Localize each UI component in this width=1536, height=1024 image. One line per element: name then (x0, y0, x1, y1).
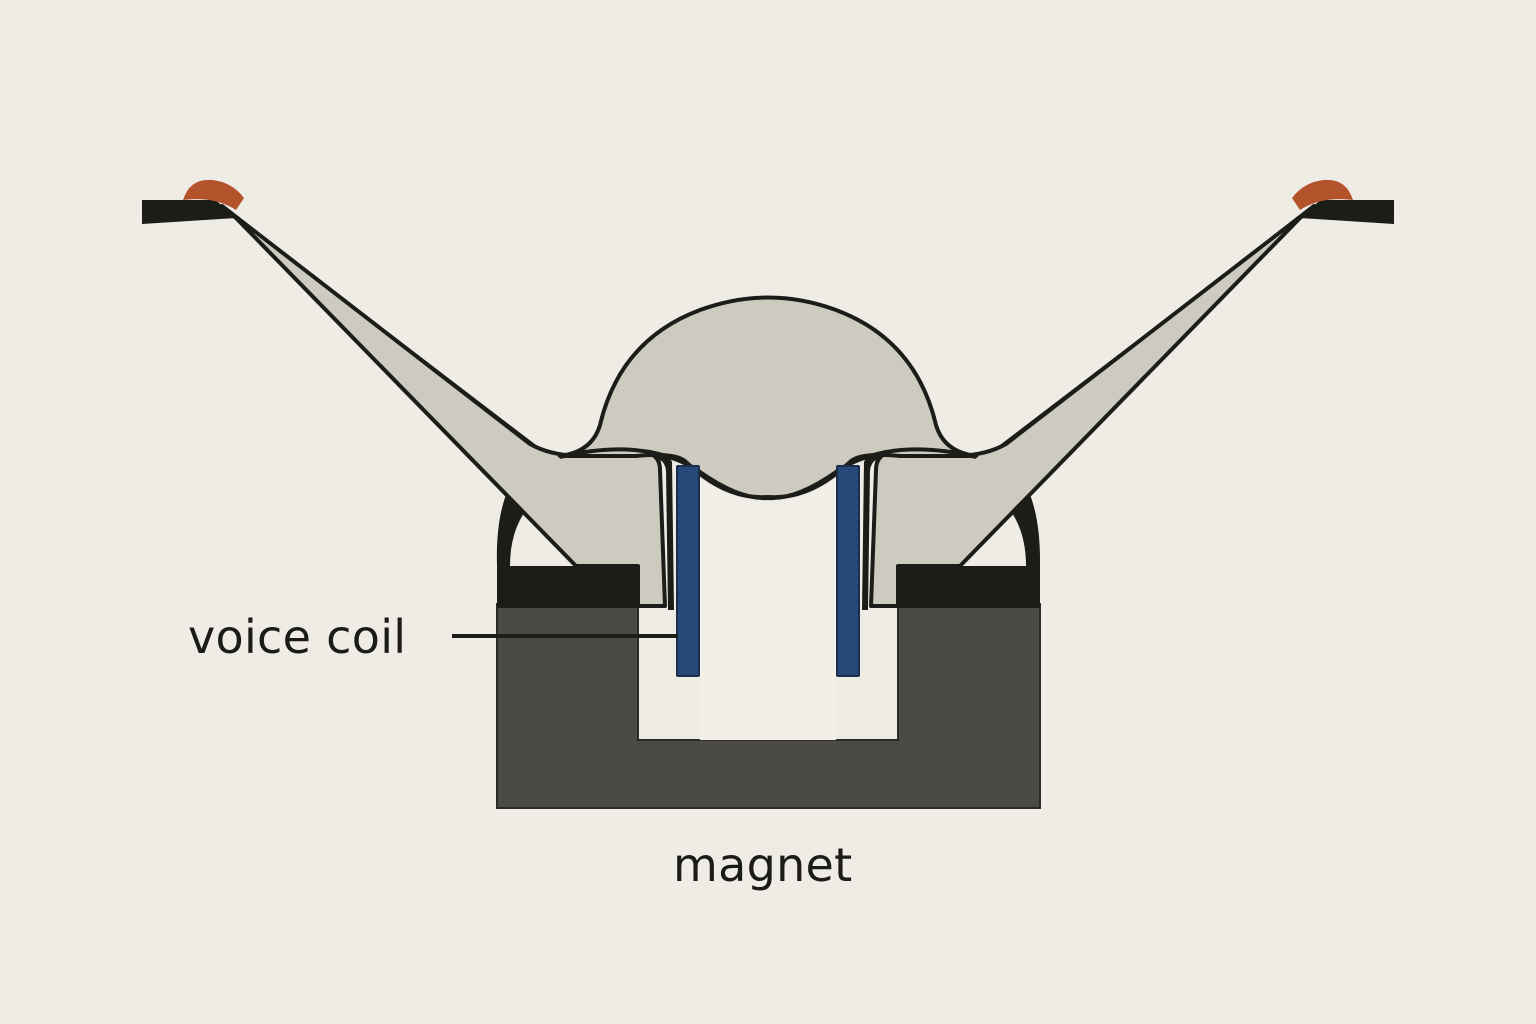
right-voice-coil (836, 465, 860, 677)
pole-gap (700, 480, 836, 740)
spider-line (559, 447, 977, 501)
right-coil-former (862, 453, 878, 610)
voice-coil-label: voice coil (188, 610, 407, 664)
left-top-plate (497, 566, 638, 608)
right-frame-outer (996, 200, 1321, 566)
left-voice-coil (676, 465, 700, 677)
right-top-plate (898, 566, 1040, 608)
left-coil-former (658, 453, 674, 610)
magnet-label: magnet (673, 838, 853, 892)
left-cone (220, 204, 667, 608)
left-frame-outer (215, 200, 540, 566)
left-surround (183, 179, 244, 210)
right-surround (1292, 179, 1353, 210)
right-cone (869, 204, 1316, 608)
